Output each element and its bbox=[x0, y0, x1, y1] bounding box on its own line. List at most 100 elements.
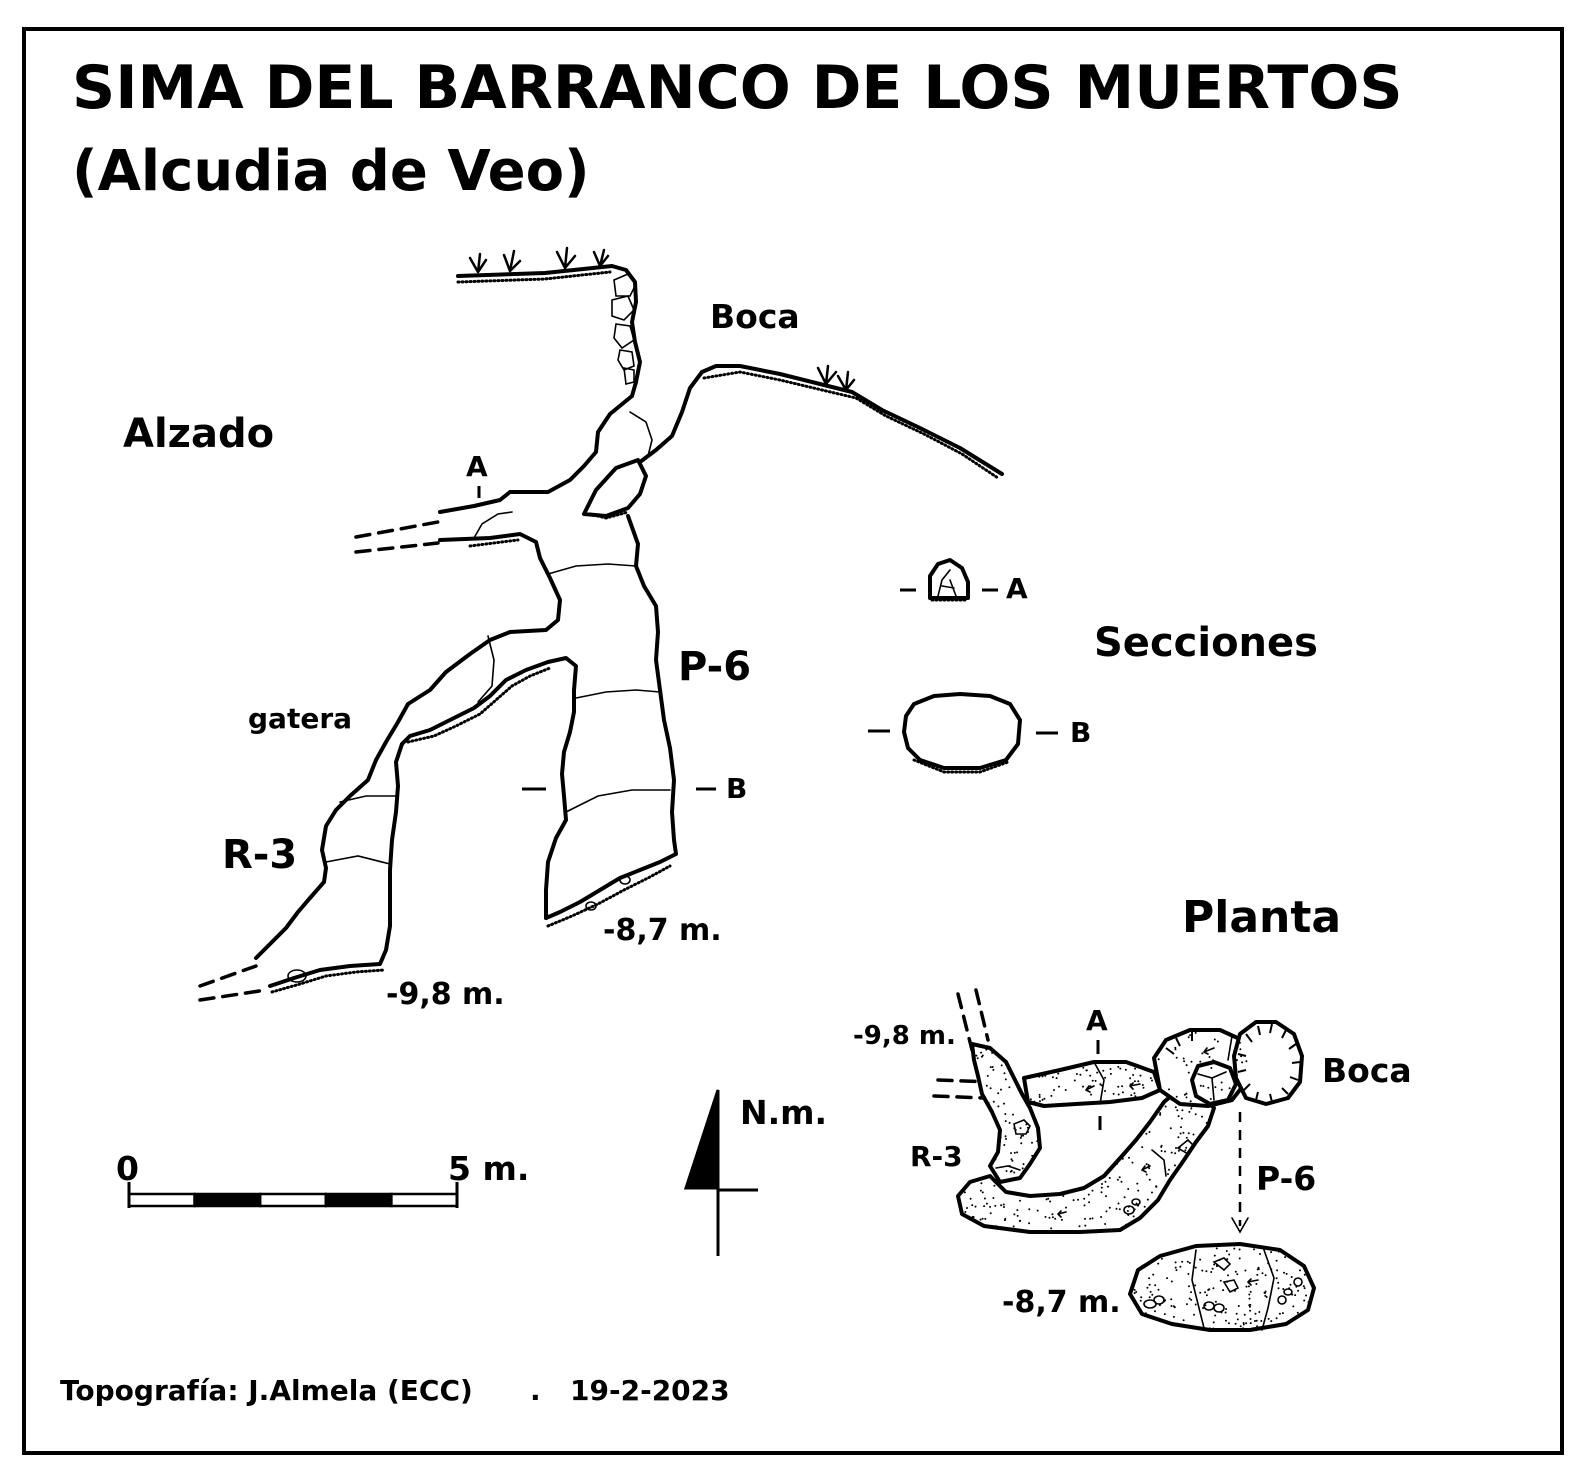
stipple-dot bbox=[1135, 1097, 1138, 1099]
stipple-dot bbox=[1174, 1152, 1177, 1155]
stipple-dot bbox=[1094, 1079, 1097, 1082]
stipple-dot bbox=[1174, 1046, 1177, 1049]
stipple-dot bbox=[1214, 1086, 1217, 1089]
stipple-dot bbox=[1170, 1305, 1173, 1307]
stipple-dot bbox=[986, 1074, 989, 1077]
stipple-dot bbox=[1216, 1040, 1219, 1043]
stipple-dot bbox=[1115, 1207, 1118, 1210]
stipple-dot bbox=[1240, 1055, 1243, 1058]
plan-depth-pit: -8,7 m. bbox=[1002, 1285, 1121, 1320]
stipple-dot bbox=[1108, 1206, 1111, 1209]
stipple-dot bbox=[1264, 1292, 1266, 1294]
stipple-dot bbox=[1183, 1093, 1186, 1096]
stipple-dot bbox=[1170, 1298, 1173, 1301]
stipple-dot bbox=[1127, 1188, 1130, 1190]
stipple-dot bbox=[1062, 1102, 1065, 1105]
stipple-dot bbox=[1135, 1290, 1138, 1293]
stipple-dot bbox=[1187, 1132, 1190, 1135]
section-a-detail bbox=[937, 569, 957, 597]
crawl-floor-texture bbox=[270, 968, 386, 994]
stipple-dot bbox=[1151, 1191, 1153, 1194]
crawl-continuation-upper bbox=[198, 964, 258, 988]
stipple-dot bbox=[1238, 1257, 1241, 1260]
stipple-dot bbox=[1089, 1074, 1092, 1077]
stipple-dot bbox=[992, 1197, 995, 1199]
stipple-dot bbox=[1194, 1303, 1197, 1306]
stipple-dot bbox=[987, 1101, 990, 1104]
stipple-dot bbox=[1047, 1197, 1050, 1200]
stipple-dot bbox=[984, 1217, 987, 1220]
stipple-dot bbox=[1276, 1269, 1279, 1272]
stipple-dot bbox=[1202, 1307, 1204, 1310]
stipple-dot bbox=[1104, 1090, 1106, 1092]
scale-bar: 0 5 m. bbox=[116, 1149, 529, 1208]
stipple-dot bbox=[1137, 1189, 1140, 1192]
stipple-dot bbox=[1207, 1086, 1210, 1089]
stipple-dot bbox=[1213, 1263, 1216, 1266]
neck-contour bbox=[629, 411, 653, 457]
stipple-dot bbox=[1060, 1218, 1063, 1221]
stipple-dot bbox=[983, 1197, 986, 1200]
stipple-dot bbox=[1003, 1206, 1005, 1208]
stipple-dot bbox=[1156, 1069, 1159, 1072]
stipple-dot bbox=[1136, 1182, 1139, 1185]
stipple-dot bbox=[1173, 1306, 1176, 1309]
stipple-dot bbox=[1018, 1220, 1021, 1222]
stipple-dot bbox=[1267, 1317, 1270, 1320]
stipple-dot bbox=[1010, 1152, 1012, 1155]
stipple-dot bbox=[1242, 1327, 1244, 1330]
stipple-dot bbox=[974, 1205, 977, 1208]
credit-date: 19-2-2023 bbox=[570, 1374, 730, 1407]
stipple-dot bbox=[1147, 1164, 1150, 1166]
stipple-dot bbox=[1233, 1247, 1236, 1250]
stipple-dot bbox=[1148, 1167, 1151, 1170]
stipple-dot bbox=[966, 1207, 968, 1209]
stipple-dot bbox=[993, 1184, 996, 1187]
stipple-dot bbox=[1187, 1273, 1190, 1275]
stipple-dot bbox=[1091, 1079, 1094, 1082]
stipple-dot bbox=[1028, 1208, 1031, 1211]
stipple-dot bbox=[1215, 1247, 1218, 1250]
stipple-dot bbox=[1175, 1269, 1178, 1272]
stipple-dot bbox=[1182, 1057, 1185, 1060]
stipple-dot bbox=[1036, 1209, 1039, 1212]
stipple-dot bbox=[1234, 1289, 1236, 1292]
stipple-dot bbox=[1095, 1101, 1098, 1104]
stipple-dot bbox=[1019, 1127, 1022, 1130]
elevation-section-b-label: B bbox=[726, 772, 747, 805]
stipple-dot bbox=[1243, 1313, 1246, 1316]
stipple-dot bbox=[1220, 1311, 1223, 1314]
stipple-dot bbox=[1199, 1291, 1202, 1294]
stipple-dot bbox=[1031, 1141, 1033, 1144]
stipple-dot bbox=[1185, 1096, 1188, 1099]
stipple-dot bbox=[1177, 1136, 1180, 1139]
crawl-left-wall bbox=[254, 758, 378, 960]
stipple-dot bbox=[1137, 1080, 1140, 1083]
stipple-dot bbox=[1013, 1213, 1016, 1216]
stipple-dot bbox=[1124, 1068, 1127, 1071]
stipple-dot bbox=[1133, 1092, 1136, 1095]
stipple-dot bbox=[1012, 1225, 1015, 1228]
stipple-dot bbox=[1194, 1113, 1197, 1116]
stipple-dot bbox=[1201, 1115, 1203, 1118]
stipple-dot bbox=[1114, 1100, 1117, 1103]
stipple-dot bbox=[1256, 1325, 1259, 1328]
stipple-dot bbox=[994, 1204, 997, 1207]
stipple-dot bbox=[963, 1191, 966, 1194]
elevation-step-label: R-3 bbox=[222, 832, 297, 878]
stipple-dot bbox=[997, 1092, 1000, 1095]
stipple-dot bbox=[1160, 1257, 1163, 1260]
stipple-dot bbox=[1133, 1208, 1136, 1211]
stipple-dot bbox=[1100, 1186, 1103, 1189]
stipple-dot bbox=[1027, 1131, 1029, 1133]
stipple-dot bbox=[1031, 1230, 1034, 1233]
stipple-dot bbox=[1236, 1318, 1239, 1321]
stipple-dot bbox=[1036, 1140, 1039, 1143]
stipple-dot bbox=[1238, 1041, 1241, 1044]
credit-author: Topografía: J.Almela (ECC) bbox=[60, 1374, 473, 1407]
stipple-dot bbox=[1085, 1069, 1088, 1072]
stipple-dot bbox=[1175, 1056, 1178, 1059]
stipple-dot bbox=[1132, 1074, 1135, 1076]
stipple-dot bbox=[1178, 1146, 1181, 1149]
